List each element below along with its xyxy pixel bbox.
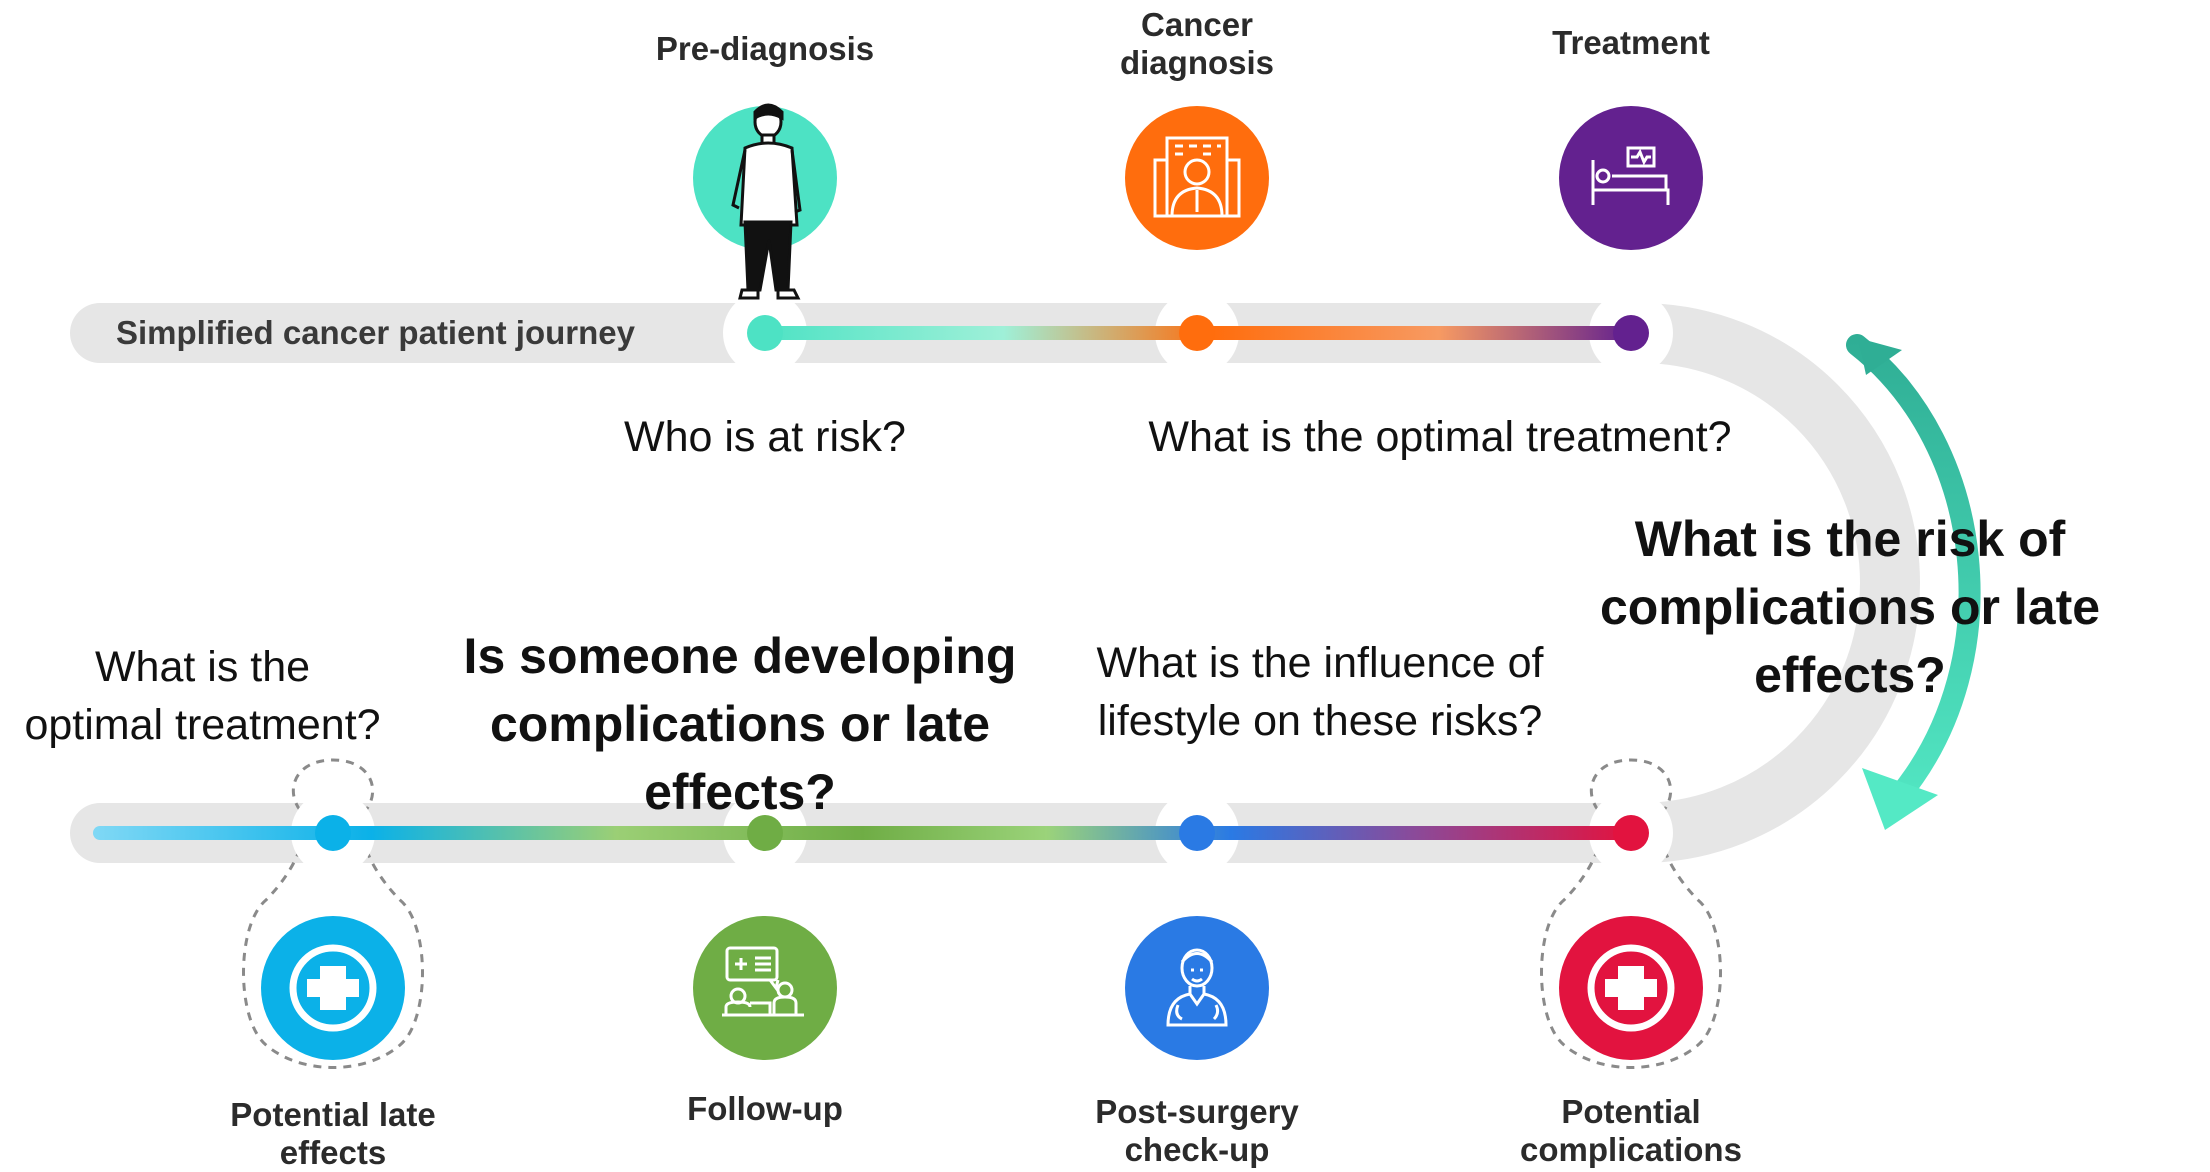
question-optimal-treatment-bottom: What is the optimal treatment? (24, 643, 381, 749)
question-optimal-treatment-top: What is the optimal treatment? (1148, 413, 1732, 461)
journey-track (70, 303, 1920, 863)
dashed-connectors (242, 758, 1722, 1069)
complications-icon-group (1559, 916, 1703, 1060)
node-post-surgery (1179, 815, 1215, 851)
stage-label-follow-up: Follow-up (687, 1090, 843, 1127)
node-follow-up (747, 815, 783, 851)
node-late-effects (315, 815, 351, 851)
doctor-icon (1166, 948, 1228, 1027)
stage-label-potential-complications: Potential complications (1520, 1093, 1742, 1168)
stage-label-treatment: Treatment (1552, 24, 1710, 61)
node-treatment (1613, 315, 1649, 351)
question-lifestyle-influence: What is the influence of lifestyle on th… (1096, 639, 1544, 745)
journey-label: Simplified cancer patient journey (116, 314, 635, 351)
late-effects-icon-group (261, 916, 405, 1060)
treatment-icon-group (1559, 106, 1703, 250)
question-who-at-risk: Who is at risk? (624, 413, 906, 461)
person-figure-icon (731, 103, 802, 300)
pre-diagnosis-icon-group (693, 103, 837, 300)
risk-arrow (1846, 334, 1981, 830)
node-complications (1613, 815, 1649, 851)
stage-label-cancer-diagnosis: Cancer diagnosis (1119, 6, 1275, 81)
hospital-bed-icon (1591, 146, 1670, 205)
consultation-icon (722, 946, 804, 1017)
stage-label-post-surgery-check-up: Post-surgery check-up (1095, 1093, 1299, 1168)
stage-label-potential-late-effects: Potential late effects (230, 1096, 436, 1171)
node-cancer-diagnosis (1179, 315, 1215, 351)
node-dots (315, 315, 1649, 851)
question-risk-of-complications: What is the risk of complications or lat… (1599, 511, 2101, 703)
post-surgery-icon-group (1125, 916, 1269, 1060)
question-developing-complications: Is someone developing complications or l… (463, 628, 1017, 820)
medical-cross-icon (289, 944, 377, 1032)
stage-label-pre-diagnosis: Pre-diagnosis (655, 30, 875, 67)
doctor-building-icon (1153, 136, 1241, 218)
follow-up-icon-group (693, 916, 837, 1060)
node-pre-diagnosis (747, 315, 783, 351)
medical-cross-icon (1587, 944, 1675, 1032)
cancer-diagnosis-icon-group (1125, 106, 1269, 250)
